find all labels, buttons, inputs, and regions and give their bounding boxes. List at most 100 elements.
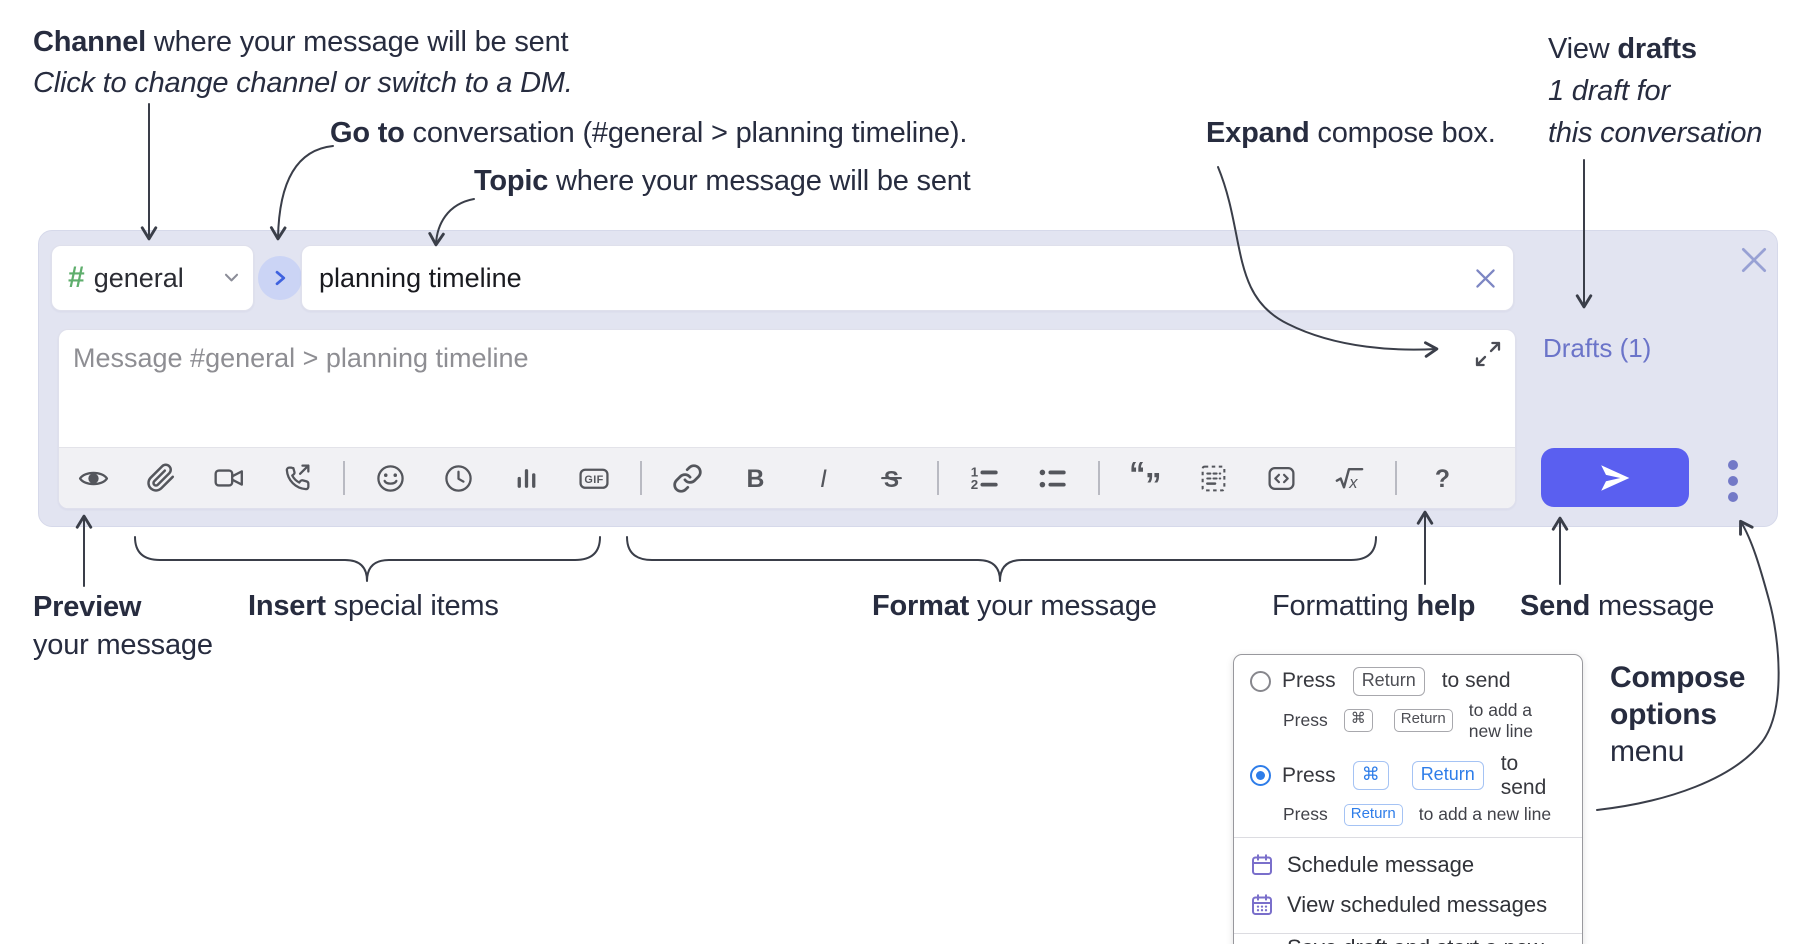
radio-unselected-icon[interactable] [1250, 670, 1271, 692]
svg-text:”: ” [1144, 466, 1161, 495]
svg-text:“: “ [1129, 462, 1146, 492]
topic-value: planning timeline [319, 262, 522, 293]
underbrace-insert [134, 536, 601, 582]
code-button[interactable] [1247, 448, 1315, 508]
svg-text:B: B [746, 465, 764, 492]
annotation-topic: Topic where your message will be sent [474, 165, 971, 197]
svg-text:1: 1 [971, 465, 979, 480]
annotation-send: Send message [1520, 590, 1715, 622]
time-button[interactable] [424, 448, 492, 508]
link-icon [672, 463, 702, 493]
calendar-icon [1252, 853, 1272, 875]
menu-item-schedule-message[interactable]: Schedule message [1250, 847, 1566, 882]
quote-button[interactable]: “ ” [1111, 448, 1179, 508]
phone-call-icon [285, 463, 309, 490]
chevron-right-icon [275, 270, 286, 286]
bar-chart-icon [517, 468, 535, 488]
smiley-icon [376, 464, 404, 492]
go-to-conversation-button[interactable] [258, 256, 302, 300]
topic-clear-button[interactable] [1472, 265, 1499, 292]
annotation-compose-options: Compose options menu [1610, 661, 1746, 768]
toolbar-divider [331, 448, 356, 508]
expand-compose-button[interactable] [1474, 340, 1502, 368]
bold-icon: B [746, 465, 764, 492]
annotation-insert: Insert special items [248, 590, 499, 622]
math-tex-icon: x [1335, 467, 1363, 491]
bold-button[interactable]: B [721, 448, 789, 508]
svg-text:x: x [1348, 473, 1358, 491]
close-icon [1476, 268, 1495, 288]
annotation-channel: Channel where your message will be sent … [33, 26, 573, 99]
expand-diagonal-icon [1475, 341, 1501, 367]
close-icon [1741, 247, 1767, 273]
svg-text:?: ? [1434, 465, 1449, 492]
gif-icon: GIF [579, 468, 609, 489]
spoiler-button[interactable] [1179, 448, 1247, 508]
annotation-expand: Expand compose box. [1206, 117, 1496, 149]
radio-selected-icon[interactable] [1250, 765, 1271, 786]
annotation-view-drafts: View drafts 1 draft for this conversatio… [1548, 33, 1763, 149]
preview-button[interactable] [59, 448, 127, 508]
bulleted-list-icon [1039, 469, 1066, 488]
gif-button[interactable]: GIF [560, 448, 628, 508]
send-icon [1601, 464, 1630, 491]
audio-call-button[interactable] [263, 448, 331, 508]
video-camera-icon [214, 469, 243, 487]
numbered-list-button[interactable]: 1 2 [950, 448, 1018, 508]
italic-button[interactable]: I [789, 448, 857, 508]
menu-divider [1234, 933, 1582, 935]
menu-divider [1234, 837, 1582, 839]
goto-pointer-line [269, 145, 334, 241]
annotation-go-to: Go to conversation (#general > planning … [330, 117, 968, 149]
toolbar-divider [628, 448, 653, 508]
message-placeholder: Message #general > planning timeline [73, 343, 529, 373]
annotation-preview: Preview your message [33, 591, 213, 661]
annotation-formatting-help: Formatting help [1272, 590, 1476, 622]
bulleted-list-button[interactable] [1018, 448, 1086, 508]
strikethrough-icon: S [880, 465, 902, 491]
compose-box-panel: # general planning timeline Message #gen… [38, 230, 1778, 527]
compose-toolbar: GIF B [59, 447, 1515, 508]
italic-icon: I [820, 465, 827, 492]
underbrace-format [626, 536, 1377, 582]
code-icon [1267, 466, 1295, 490]
toolbar-divider [925, 448, 950, 508]
emoji-button[interactable] [356, 448, 424, 508]
question-mark-icon: ? [1434, 465, 1449, 492]
spoiler-icon [1201, 465, 1225, 491]
topic-input[interactable]: planning timeline [301, 245, 1514, 311]
video-call-button[interactable] [195, 448, 263, 508]
svg-text:2: 2 [971, 477, 978, 492]
formatting-help-button[interactable]: ? [1408, 448, 1476, 508]
annotation-format: Format your message [872, 590, 1157, 622]
dot [1728, 476, 1738, 486]
numbered-list-icon: 1 2 [971, 465, 998, 492]
chevron-down-icon [224, 273, 239, 282]
menu-item-save-draft[interactable]: Save draft and start a new message [1250, 935, 1566, 944]
send-button[interactable] [1541, 448, 1689, 507]
menu-item-view-scheduled[interactable]: View scheduled messages [1250, 887, 1566, 922]
dot [1728, 460, 1738, 470]
quote-icon: “ ” [1129, 462, 1161, 495]
channel-selector[interactable]: # general [51, 245, 254, 311]
eye-icon [78, 471, 108, 485]
calendar-dots-icon [1252, 893, 1272, 915]
link-button[interactable] [653, 448, 721, 508]
compose-options-menu-button[interactable] [1713, 455, 1753, 507]
svg-text:I: I [820, 465, 827, 492]
message-compose-area[interactable]: Message #general > planning timeline [58, 329, 1516, 509]
close-compose-button[interactable] [1738, 244, 1770, 276]
math-button[interactable]: x [1315, 448, 1383, 508]
poll-button[interactable] [492, 448, 560, 508]
toolbar-divider [1383, 448, 1408, 508]
drafts-link[interactable]: Drafts (1) [1543, 333, 1652, 363]
channel-hash-icon: # [68, 261, 85, 294]
attach-file-button[interactable] [127, 448, 195, 508]
strikethrough-button[interactable]: S [857, 448, 925, 508]
